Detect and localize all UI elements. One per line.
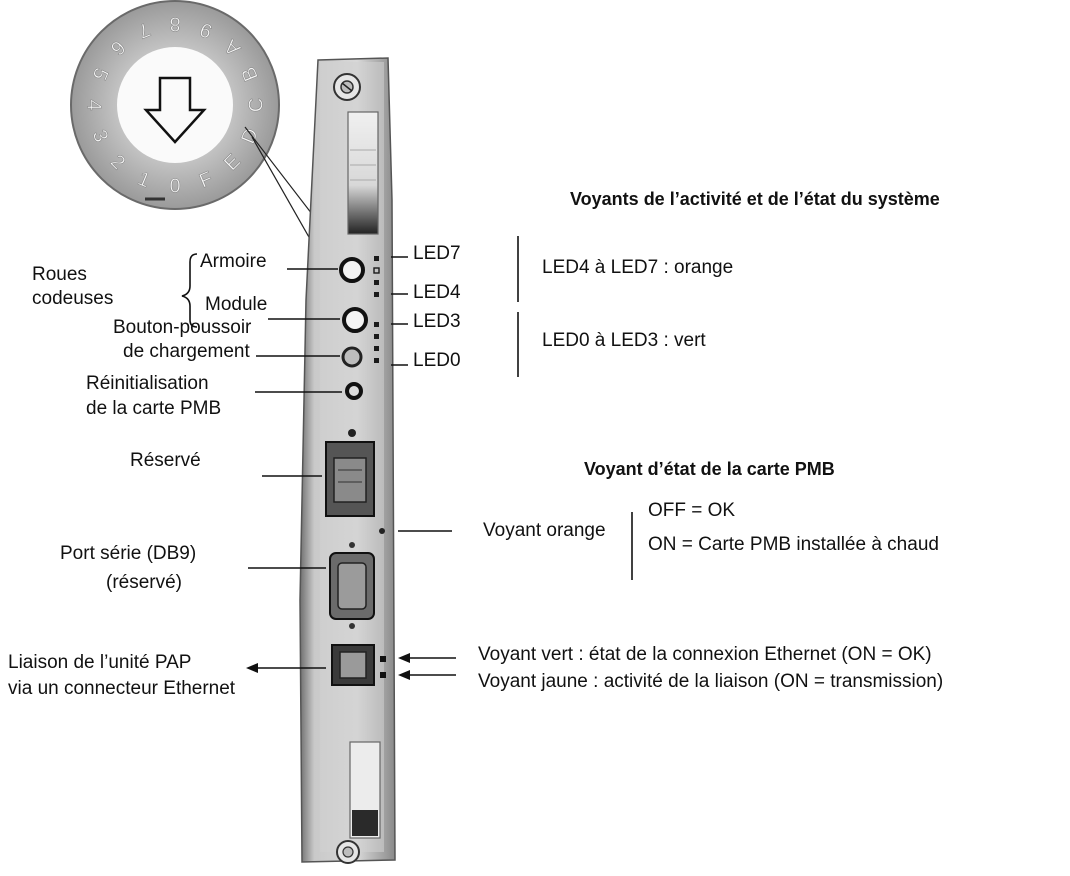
- front-panel: [300, 58, 395, 863]
- pmb-orange-led: [379, 528, 385, 534]
- load-button-label-line2: de chargement: [123, 341, 250, 363]
- load-button-label-line1: Bouton-poussoir: [113, 317, 251, 339]
- system-status-title: Voyants de l’activité et de l’état du sy…: [570, 188, 940, 210]
- pmb-reset-label-line2: de la carte PMB: [86, 398, 221, 420]
- led3-label: LED3: [413, 311, 461, 333]
- pmb-led-off-state: OFF = OK: [648, 500, 735, 522]
- serial-port-label-line2: (réservé): [106, 572, 182, 594]
- pmb-reset-label-line1: Réinitialisation: [86, 373, 209, 395]
- led0-label: LED0: [413, 350, 461, 372]
- led4-label: LED4: [413, 282, 461, 304]
- module-switch: [344, 309, 366, 331]
- pmb-status-title: Voyant d’état de la carte PMB: [584, 458, 835, 480]
- green-led-group-label: LED0 à LED3 : vert: [542, 330, 706, 352]
- pap-link-label-line1: Liaison de l’unité PAP: [8, 652, 191, 674]
- module-label: Module: [205, 294, 267, 316]
- dial-digit: 0: [169, 175, 180, 197]
- orange-led-group-label: LED4 à LED7 : orange: [542, 257, 733, 279]
- pap-link-label-line2: via un connecteur Ethernet: [8, 678, 235, 700]
- led7-label: LED7: [413, 243, 461, 265]
- cabinet-switch: [341, 259, 363, 281]
- ethernet-led-arrows: [398, 653, 456, 680]
- dial-digit: 4: [83, 99, 105, 110]
- pmb-led-name: Voyant orange: [483, 520, 606, 542]
- dial-digit: 8: [169, 13, 180, 35]
- serial-port-label-line1: Port série (DB9): [60, 543, 196, 565]
- rotary-switches-label-line2: codeuses: [32, 288, 113, 310]
- top-lever: [348, 112, 378, 234]
- ethernet-yellow-led-label: Voyant jaune : activité de la liaison (O…: [478, 671, 943, 693]
- ethernet-green-led-label: Voyant vert : état de la connexion Ether…: [478, 644, 932, 666]
- reset-button: [347, 384, 361, 398]
- cabinet-label: Armoire: [200, 251, 267, 273]
- rotary-switches-label-line1: Roues: [32, 264, 87, 286]
- load-button: [343, 348, 361, 366]
- dial-digit: C: [245, 98, 267, 112]
- pmb-led-on-state: ON = Carte PMB installée à chaud: [648, 534, 939, 556]
- reserved-label: Réservé: [130, 450, 201, 472]
